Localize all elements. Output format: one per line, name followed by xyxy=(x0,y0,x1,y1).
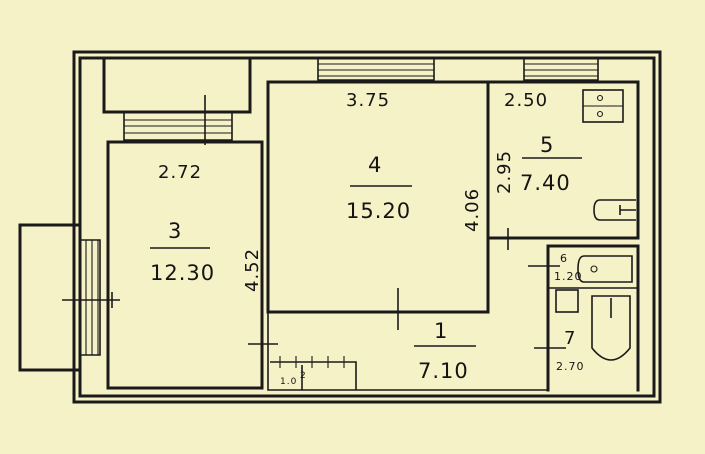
room-7 xyxy=(534,289,631,361)
room-6-number: 6 xyxy=(560,252,568,265)
room-3-width: 2.72 xyxy=(158,162,202,183)
room-5 xyxy=(486,58,640,250)
room-1-area: 7.10 xyxy=(418,359,469,383)
closet-number: 2 xyxy=(300,371,307,381)
room-5-area: 7.40 xyxy=(520,171,571,195)
room-4-area: 15.20 xyxy=(346,199,411,223)
outer-walls xyxy=(72,50,662,404)
room-6-area: 1.20 xyxy=(554,270,583,283)
room-7-number: 7 xyxy=(564,328,576,349)
room-3 xyxy=(106,140,264,390)
room-3-area: 12.30 xyxy=(150,261,215,285)
room-3-length: 4.52 xyxy=(242,248,263,292)
balcony xyxy=(18,223,120,372)
room-5-number: 5 xyxy=(540,133,554,157)
room-1-number: 1 xyxy=(434,319,448,343)
room-5-length: 2.95 xyxy=(494,150,515,194)
closet-area: 1.0 xyxy=(280,377,297,387)
room-3-number: 3 xyxy=(168,219,182,243)
room-6 xyxy=(528,244,640,392)
room-7-area: 2.70 xyxy=(556,360,585,373)
room-4-number: 4 xyxy=(368,153,382,177)
room-1 xyxy=(248,312,548,391)
room-4-width: 3.75 xyxy=(346,90,390,111)
room-4 xyxy=(266,58,490,330)
top-left-block xyxy=(102,56,252,145)
room-5-width: 2.50 xyxy=(504,90,548,111)
room-4-length: 4.06 xyxy=(462,188,483,232)
